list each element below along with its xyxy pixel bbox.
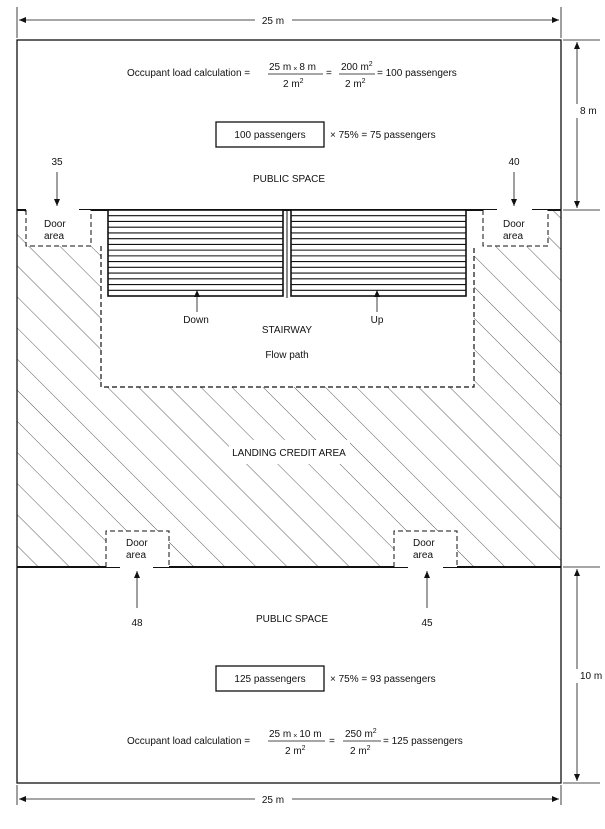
- svg-text:45: 45: [421, 618, 433, 629]
- door-area-35: Door area: [25, 210, 92, 247]
- svg-text:40: 40: [508, 157, 520, 168]
- upper-height-label: 8 m: [580, 106, 597, 117]
- svg-text:=: =: [329, 736, 335, 747]
- svg-text:area: area: [126, 550, 146, 561]
- svg-text:Door: Door: [44, 219, 66, 230]
- landing-credit-label: LANDING CREDIT AREA: [232, 448, 346, 459]
- door-number-45: 45: [421, 571, 433, 629]
- svg-text:= 100 passengers: = 100 passengers: [377, 68, 457, 79]
- svg-text:25 m×10 m: 25 m×10 m: [269, 729, 322, 740]
- svg-text:area: area: [413, 550, 433, 561]
- svg-text:25 m×8 m: 25 m×8 m: [269, 62, 316, 73]
- svg-text:2 m2: 2 m2: [285, 745, 306, 757]
- down-label: Down: [183, 315, 209, 326]
- stair-treads-down: [108, 215, 283, 291]
- svg-text:=: =: [326, 68, 332, 79]
- svg-text:area: area: [503, 231, 523, 242]
- upper-factor: × 75% = 75 passengers: [330, 130, 436, 141]
- top-dimension-label: 25 m: [262, 16, 284, 27]
- lower-calculation: Occupant load calculation = 25 m×10 m 2 …: [127, 728, 463, 757]
- svg-text:200 m2: 200 m2: [341, 61, 373, 73]
- door-area-40: Door area: [482, 210, 549, 247]
- svg-text:Occupant load calculation =: Occupant load calculation =: [127, 736, 250, 747]
- bottom-dimension-label: 25 m: [262, 795, 284, 806]
- svg-text:area: area: [44, 231, 64, 242]
- upper-calculation: Occupant load calculation = 25 m×8 m 2 m…: [127, 61, 457, 90]
- svg-text:Door: Door: [126, 538, 148, 549]
- svg-text:2 m2: 2 m2: [350, 745, 371, 757]
- flow-path-outline: [100, 246, 475, 388]
- landing-credit-area: [17, 210, 561, 567]
- svg-text:2 m2: 2 m2: [345, 78, 366, 90]
- upper-passenger-box: [215, 121, 325, 148]
- svg-text:Door: Door: [413, 538, 435, 549]
- svg-text:48: 48: [131, 618, 143, 629]
- door-area-48: Door area: [105, 530, 170, 567]
- lower-passenger-box-label: 125 passengers: [234, 674, 305, 685]
- stair-flight-up: [290, 209, 467, 297]
- upper-public-space-label: PUBLIC SPACE: [253, 174, 325, 185]
- right-dimension-lower: 10 m: [563, 566, 602, 784]
- lower-public-space-label: PUBLIC SPACE: [256, 614, 328, 625]
- svg-text:2 m2: 2 m2: [283, 78, 304, 90]
- door-number-40: 40: [508, 157, 520, 206]
- flow-path-label: Flow path: [265, 350, 308, 361]
- lower-factor: × 75% = 93 passengers: [330, 674, 436, 685]
- bottom-dimension: 25 m: [16, 785, 562, 806]
- svg-text:Occupant load calculation =: Occupant load calculation =: [127, 68, 250, 79]
- svg-text:35: 35: [51, 157, 63, 168]
- right-dimension-upper: 8 m: [563, 39, 600, 211]
- stairway-title: STAIRWAY: [262, 325, 313, 336]
- svg-text:= 125 passengers: = 125 passengers: [383, 736, 463, 747]
- landing-label-mask: [229, 440, 350, 464]
- door-number-48: 48: [131, 571, 143, 629]
- lower-passenger-box: [215, 665, 325, 692]
- stair-flight-down: [107, 209, 284, 297]
- lower-height-label: 10 m: [580, 671, 602, 682]
- outer-boundary: [16, 39, 562, 784]
- up-label: Up: [371, 315, 384, 326]
- door-area-45: Door area: [393, 530, 458, 567]
- top-dimension: 25 m: [16, 7, 562, 38]
- svg-text:Door: Door: [503, 219, 525, 230]
- upper-passenger-box-label: 100 passengers: [234, 130, 305, 141]
- door-number-35: 35: [51, 157, 63, 206]
- svg-text:250 m2: 250 m2: [345, 728, 377, 740]
